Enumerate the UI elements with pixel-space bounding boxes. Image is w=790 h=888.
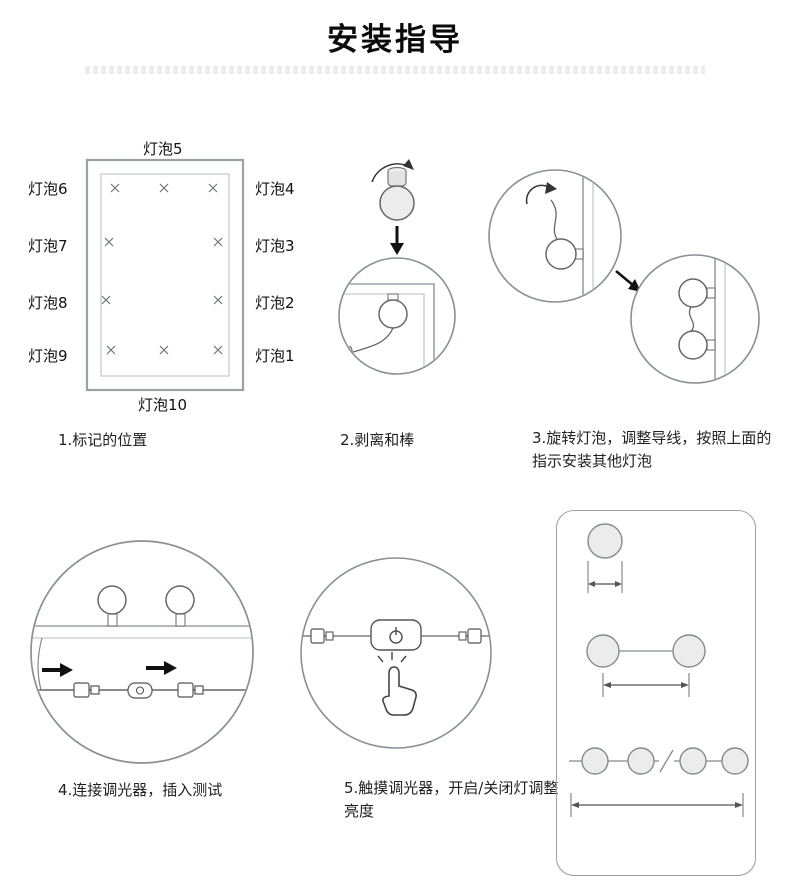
bulb-icon: [586, 634, 620, 668]
power-icon: [389, 627, 403, 644]
bulb-base: [706, 287, 716, 299]
bulb-icon: [165, 585, 195, 615]
stick-corner-detail-circle: [338, 257, 456, 375]
bulb-icon: [581, 747, 609, 775]
wire: [550, 199, 558, 240]
touch-dimmer-circle: [300, 557, 492, 749]
mirror-position-diagram: [85, 158, 245, 392]
page-title: 安装指导: [327, 22, 463, 58]
plug-connector: [73, 682, 90, 698]
spacing-panel: [556, 510, 756, 876]
dimension-arrow: [571, 802, 743, 808]
down-arrow-icon: [390, 226, 404, 255]
spacing-panel-diagram: [569, 523, 749, 817]
mirror-outer-frame: [85, 158, 245, 392]
spacing-diagram-pair: [586, 634, 706, 697]
rotate-bulb-detail-circle: [488, 169, 622, 303]
bulb-icon: [627, 747, 655, 775]
bulb-label-5: 灯泡5: [143, 140, 183, 158]
touch-hand-icon: [377, 652, 417, 716]
plug-connector: [310, 628, 325, 644]
bulb-icon: [679, 747, 707, 775]
bulb-icon: [378, 299, 408, 329]
mirror-inner-frame: [100, 173, 230, 377]
bulb-base: [706, 339, 716, 351]
plug-connector-tip: [90, 685, 100, 695]
rotate-arrow-icon: [525, 182, 557, 205]
bulb-icon: [672, 634, 706, 668]
bulb-base: [175, 613, 186, 627]
peel-arrow-icon: [371, 159, 414, 183]
bulb-label-4: 灯泡4: [255, 180, 295, 198]
bulb-label-7: 灯泡7: [28, 237, 68, 255]
mirror-corner-frame-inner: [343, 293, 425, 372]
bulb-label-3: 灯泡3: [255, 237, 295, 255]
connect-dimmer-circle: [30, 540, 254, 764]
plug-connector-tip: [325, 631, 334, 641]
bulb-icon: [587, 523, 623, 559]
plug-connector: [177, 682, 194, 698]
mirror-corner-frame: [343, 283, 435, 372]
bulb-label-9: 灯泡9: [28, 347, 68, 365]
step2-caption: 2.剥离和棒: [340, 431, 415, 449]
dimmer-inline: [127, 682, 153, 699]
bulb-icon: [545, 238, 577, 270]
bulb-label-10: 灯泡10: [138, 396, 188, 414]
bulb-base: [387, 293, 399, 301]
plug-arrow-icon: [42, 661, 177, 677]
position-mark-icons: [101, 183, 223, 355]
plug-connector-tip: [194, 685, 204, 695]
bulb-label-8: 灯泡8: [28, 294, 68, 312]
bulb-base: [107, 613, 118, 627]
bulb-label-6: 灯泡6: [28, 180, 68, 198]
plug-connector-tip: [458, 631, 467, 641]
step3-caption: 3.旋转灯泡，调整导线，按照上面的指示安装其他灯泡: [532, 429, 772, 471]
dimmer-button: [135, 686, 145, 695]
watermark-strip: [85, 66, 705, 74]
install-other-bulbs-circle: [630, 254, 760, 384]
spacing-diagram-row: [569, 747, 749, 817]
dimension-arrow: [603, 682, 689, 688]
bulb-icon: [721, 747, 749, 775]
bulb-icon: [678, 330, 708, 360]
bulb-icon: [678, 278, 708, 308]
step1-caption: 1.标记的位置: [58, 431, 148, 449]
bulb-icon: [97, 585, 127, 615]
bulb-icon: [379, 166, 415, 221]
bulb-label-2: 灯泡2: [255, 294, 295, 312]
spacing-diagram-single: [587, 523, 623, 593]
peel-bulb-illustration: [371, 159, 415, 255]
wire: [688, 306, 695, 332]
step5-caption: 5.触摸调光器，开启/关闭灯调整亮度: [344, 779, 559, 821]
dimension-arrow: [588, 581, 622, 587]
break-mark: [659, 749, 674, 773]
plug-connector: [467, 628, 482, 644]
wire-drop: [37, 637, 43, 691]
step4-caption: 4.连接调光器，插入测试: [58, 781, 223, 799]
bulb-label-1: 灯泡1: [255, 347, 295, 365]
